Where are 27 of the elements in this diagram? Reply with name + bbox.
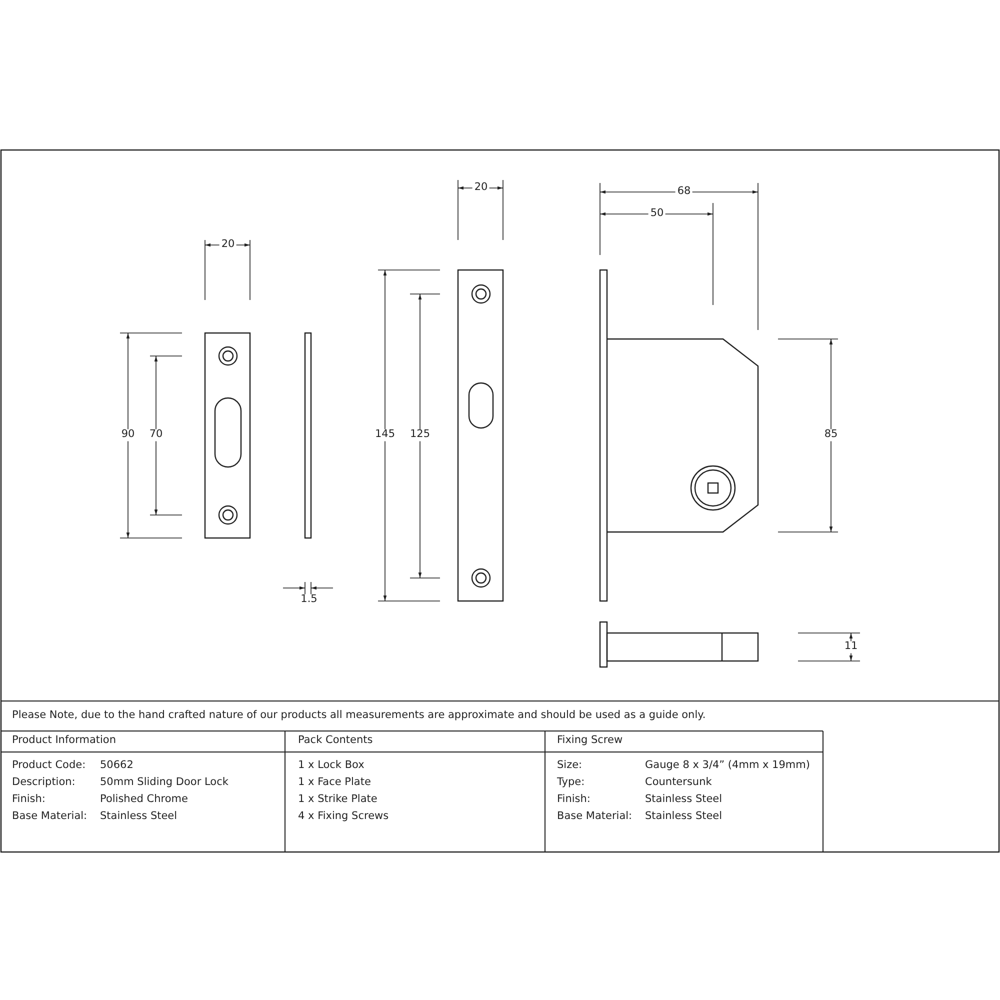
table-cell: 50mm Sliding Door Lock xyxy=(100,777,228,789)
dimension-label: 90 xyxy=(119,429,137,441)
table-cell: Gauge 8 x 3/4” (4mm x 19mm) xyxy=(645,760,810,772)
table-cell: 4 x Fixing Screws xyxy=(298,811,389,823)
table-cell: Base Material: xyxy=(557,811,632,823)
table-cell: Stainless Steel xyxy=(645,794,722,806)
table-cell: Description: xyxy=(12,777,76,789)
table-cell: Type: xyxy=(557,777,585,789)
table-header: Pack Contents xyxy=(298,735,373,747)
table-cell: Base Material: xyxy=(12,811,88,823)
table-cell: 1 x Face Plate xyxy=(298,777,371,789)
table-cell: 1 x Lock Box xyxy=(298,760,364,772)
table-header: Product Information xyxy=(12,735,116,747)
table-cell: Product Code: xyxy=(12,760,86,772)
table-cell: Polished Chrome xyxy=(100,794,188,806)
table-cell: Countersunk xyxy=(645,777,712,789)
note-text: Please Note, due to the hand crafted nature of our products all measurements are approximate and should be used as a guide only. xyxy=(12,710,706,722)
table-cell: Finish: xyxy=(557,794,590,806)
table-cell: Finish: xyxy=(12,794,46,806)
table-cell: 50662 xyxy=(100,760,134,772)
table-cell: Stainless Steel xyxy=(645,811,722,823)
dimension-label: 70 xyxy=(147,429,165,441)
table-cell: Stainless Steel xyxy=(100,811,178,823)
table-header: Fixing Screw xyxy=(557,735,623,747)
table-cell: Size: xyxy=(557,760,582,772)
table-cell: 1 x Strike Plate xyxy=(298,794,378,806)
dimension-label: 85 xyxy=(822,429,840,441)
